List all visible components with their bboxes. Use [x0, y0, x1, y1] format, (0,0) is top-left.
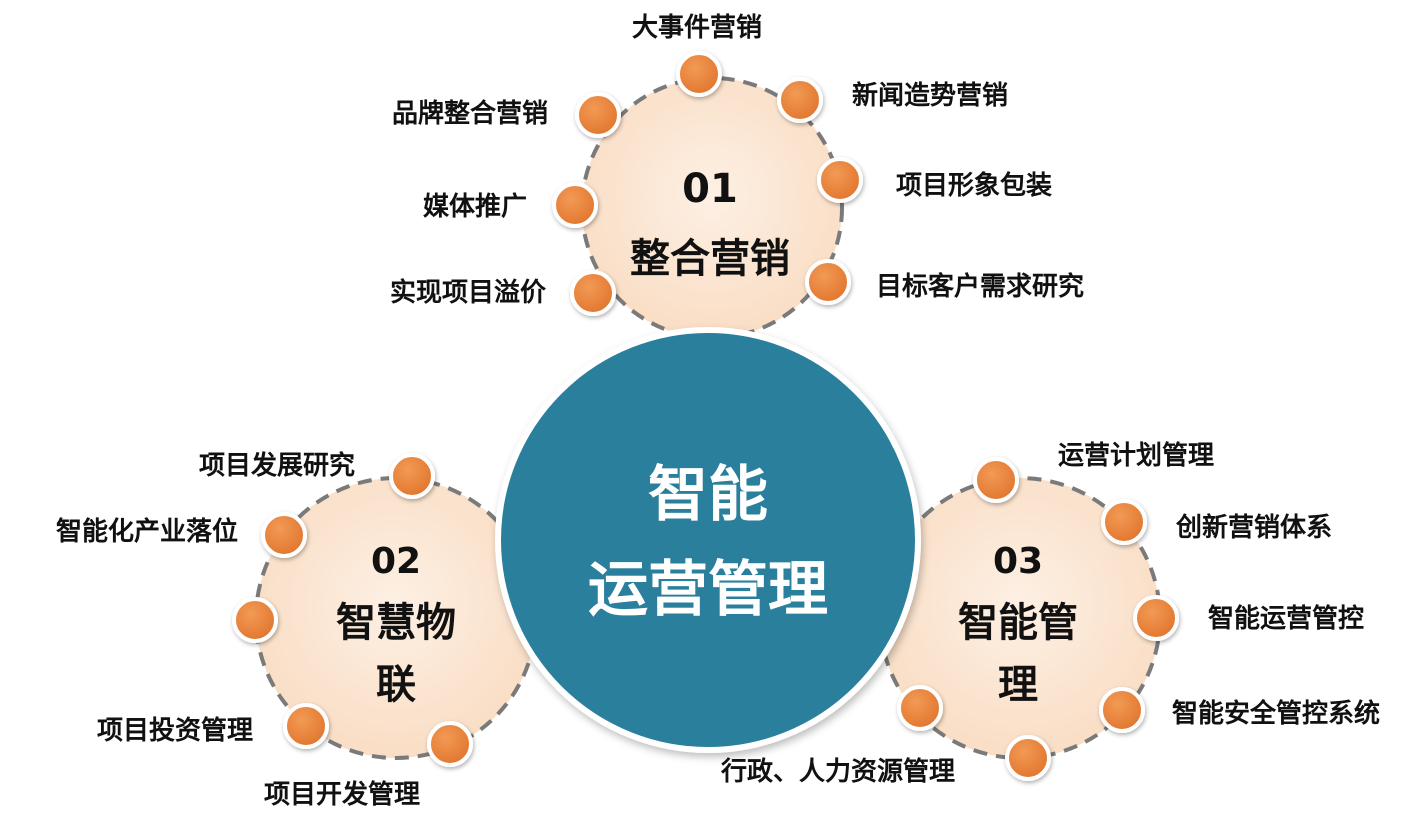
center-circle — [495, 327, 921, 753]
label-marketing-1: 大事件营销 — [632, 13, 762, 43]
node-marketing-5 — [575, 92, 621, 138]
node-marketing-6 — [552, 182, 598, 228]
node-iot-5 — [427, 721, 473, 767]
node-marketing-1 — [676, 51, 722, 97]
label-marketing-7: 实现项目溢价 — [390, 277, 547, 308]
node-iot-3 — [232, 597, 278, 643]
cluster-iot-number: 02 — [371, 541, 421, 582]
label-iot-2: 智能化产业落位 — [56, 516, 238, 547]
node-marketing-7 — [570, 270, 616, 316]
label-management-5: 行政、人力资源管理 — [720, 756, 955, 787]
label-management-2: 创新营销体系 — [1175, 512, 1332, 543]
center-title-line1: 智能 — [648, 460, 768, 530]
cluster-iot-title-line1: 智慧物 — [336, 600, 456, 646]
node-marketing-3 — [817, 157, 863, 203]
nodes-iot — [232, 453, 473, 767]
cluster-marketing-circle — [580, 76, 844, 340]
node-management-4 — [1099, 687, 1145, 733]
cluster-management-title-line1: 智能管 — [958, 600, 1078, 646]
cluster-marketing-title: 整合营销 — [630, 236, 790, 282]
label-marketing-6: 媒体推广 — [423, 192, 527, 222]
node-management-1 — [973, 457, 1019, 503]
cluster-marketing: 01 整合营销 — [580, 76, 844, 340]
node-management-3 — [1133, 595, 1179, 641]
cluster-management-number: 03 — [993, 541, 1043, 582]
center-hub: 智能 运营管理 — [495, 327, 921, 753]
label-management-3: 智能运营管控 — [1208, 603, 1364, 634]
node-management-2 — [1101, 499, 1147, 545]
node-management-6 — [897, 685, 943, 731]
label-marketing-5: 品牌整合营销 — [392, 98, 548, 129]
cluster-management-title-line2: 理 — [998, 662, 1038, 708]
labels-marketing: 大事件营销 新闻造势营销 项目形象包装 目标客户需求研究 品牌整合营销 媒体推广… — [390, 13, 1084, 308]
node-management-5 — [1005, 735, 1051, 781]
label-marketing-2: 新闻造势营销 — [852, 80, 1008, 111]
node-marketing-4 — [805, 259, 851, 305]
node-marketing-2 — [777, 77, 823, 123]
nodes-marketing — [552, 51, 863, 316]
cluster-iot-title-line2: 联 — [376, 662, 416, 708]
label-management-1: 运营计划管理 — [1058, 441, 1214, 471]
labels-management: 运营计划管理 创新营销体系 智能运营管控 智能安全管控系统 行政、人力资源管理 — [720, 441, 1380, 787]
label-iot-3: 项目投资管理 — [97, 716, 253, 746]
label-iot-1: 项目发展研究 — [199, 450, 355, 481]
label-iot-4: 项目开发管理 — [264, 779, 420, 810]
label-marketing-3: 项目形象包装 — [896, 170, 1052, 201]
label-management-4: 智能安全管控系统 — [1172, 698, 1380, 729]
cluster-marketing-number: 01 — [682, 166, 738, 212]
node-iot-1 — [389, 453, 435, 499]
center-title-line2: 运营管理 — [588, 555, 828, 625]
node-iot-2 — [261, 512, 307, 558]
node-iot-4 — [283, 703, 329, 749]
nodes-management — [897, 457, 1179, 781]
labels-iot: 项目发展研究 智能化产业落位 项目投资管理 项目开发管理 — [56, 450, 420, 810]
label-marketing-4: 目标客户需求研究 — [876, 271, 1084, 302]
